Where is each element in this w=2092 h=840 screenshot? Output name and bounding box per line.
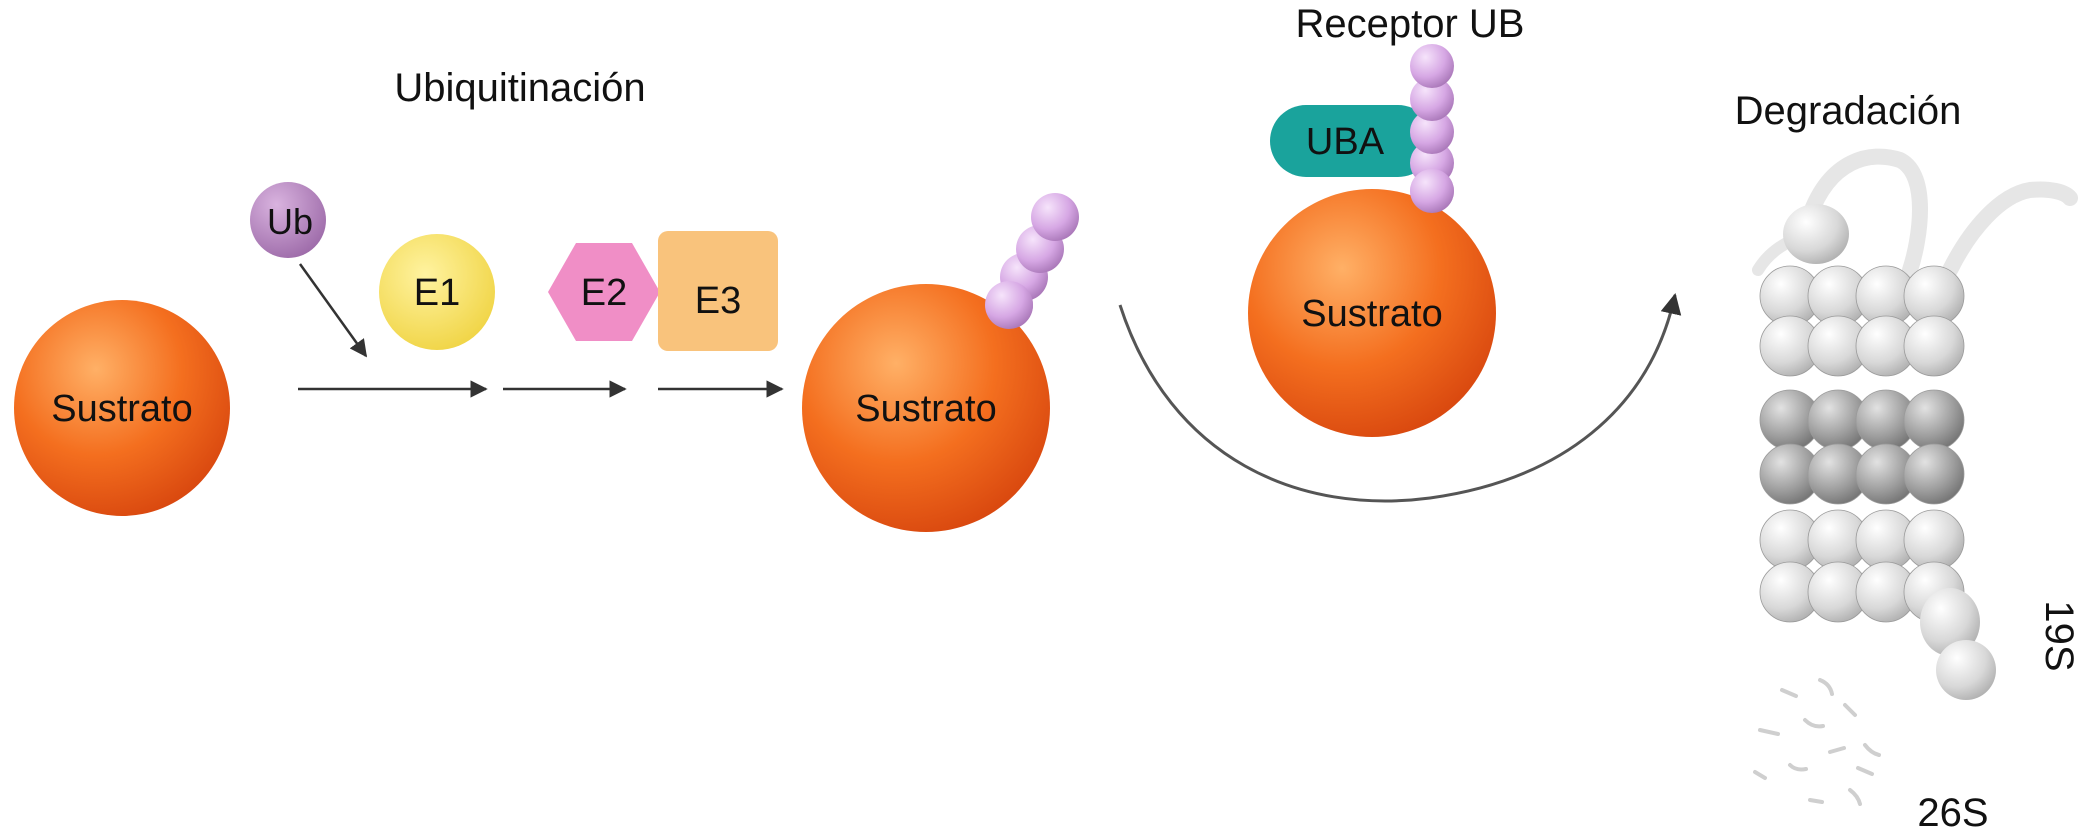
proteasome-subunit: [1903, 509, 1965, 571]
proteasome-tail: [1802, 148, 1928, 278]
proteasome-subunit: [1903, 315, 1965, 377]
e3-enzyme: E3: [658, 231, 778, 351]
ubiquitin-bead: [1410, 77, 1454, 121]
substrate-3-sphere: [1248, 189, 1496, 437]
ubiquitin-bead: [1031, 193, 1079, 241]
label-26s: 26S: [1917, 791, 1988, 835]
ubiquitin-bead: [1410, 110, 1454, 154]
substrate-1-label: Sustrato: [51, 388, 193, 430]
substrate-2: Sustrato: [802, 193, 1079, 532]
proteasome-subunit: [1903, 443, 1965, 505]
substrate-1-sphere: [14, 300, 230, 516]
proteasome-subunit: [1936, 640, 1996, 700]
receptor-complex: UBA Sustrato: [1248, 44, 1496, 437]
e2-label: E2: [581, 272, 627, 314]
e2-enzyme: E2: [548, 243, 660, 341]
proteasome-rings: [1759, 265, 1965, 623]
e1-label: E1: [414, 272, 460, 314]
receptor-title: Receptor UB: [1296, 2, 1525, 46]
curved-arrow: [1118, 292, 1682, 503]
substrate-2-label: Sustrato: [855, 388, 997, 430]
ubiquitination-title: Ubiquitinación: [394, 66, 645, 110]
substrate-2-sphere: [802, 284, 1050, 532]
e1-enzyme: E1: [379, 234, 495, 350]
ubiquitin-bead: [1410, 44, 1454, 88]
e2-shape: [548, 243, 660, 341]
ub-sphere: [250, 182, 326, 258]
peptide-fragments: [1753, 678, 1881, 806]
e1-shape: [379, 234, 495, 350]
ub-label: Ub: [267, 201, 313, 242]
ub-molecule: Ub: [250, 182, 326, 258]
proteasome-subunit: [1920, 588, 1980, 656]
ubiquitin-bead: [985, 281, 1033, 329]
uba-domain: [1270, 105, 1434, 177]
proteasome: [1752, 148, 2078, 806]
degradation-title: Degradación: [1735, 89, 1962, 133]
substrate-3-label: Sustrato: [1301, 293, 1443, 335]
uba-label: UBA: [1306, 121, 1385, 163]
proteasome-subunit: [1783, 204, 1849, 264]
ub-arrow: [298, 263, 368, 358]
e3-shape: [658, 231, 778, 351]
proteasome-tail: [1942, 181, 2078, 278]
label-19s: 19S: [2037, 600, 2081, 671]
e3-label: E3: [695, 280, 741, 322]
ubiquitin-bead: [1410, 169, 1454, 213]
substrate-1: Sustrato: [14, 300, 230, 516]
proteasome-subunit: [1903, 389, 1965, 451]
